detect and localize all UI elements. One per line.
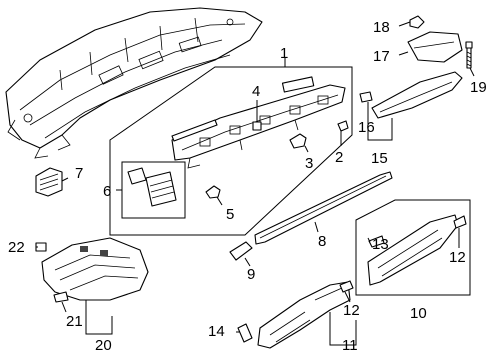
callout-10: 10 [410,305,427,322]
callout-16: 16 [358,119,375,136]
clip-part-13 [368,235,385,248]
callout-11: 11 [342,337,358,354]
callout-12a: 12 [449,249,466,266]
trim-strip-upper [171,119,218,142]
clip-part-2 [337,120,349,132]
clip-part-12a [453,215,467,229]
glove-box-20 [41,237,149,301]
callout-17: 17 [373,48,390,65]
callout-22: 22 [8,239,25,256]
instrument-panel-frame [5,7,263,159]
clip-part-18 [409,15,425,29]
trim-panel-10 [367,214,459,286]
callout-13: 13 [372,236,389,253]
callout-4: 4 [252,83,260,100]
clip-part-4 [252,121,262,131]
callout-15: 15 [371,150,388,167]
callout-5: 5 [226,206,234,223]
switch-panel-6b [145,171,177,207]
switch-cover-6a [127,167,147,185]
callout-7: 7 [75,165,83,182]
callout-12b: 12 [343,302,360,319]
callout-2: 2 [335,149,343,166]
callout-20: 20 [95,337,112,354]
callout-1: 1 [280,45,288,62]
clip-part-12b [339,280,354,293]
trim-panel-15 [371,71,463,119]
vent-part-3 [289,133,307,149]
trim-insert [281,76,315,93]
callout-9: 9 [247,266,255,283]
bracket-17 [407,31,463,63]
clip-part-16 [359,91,373,103]
clip-part-21 [53,291,69,303]
group-1-frame [109,66,353,236]
callout-6: 6 [103,183,111,200]
callout-8: 8 [318,233,326,250]
callout-21: 21 [66,313,83,330]
callout-18: 18 [373,19,390,36]
bolt-part-19 [465,41,473,69]
bracket-part-5 [205,185,221,199]
callout-19: 19 [470,79,487,96]
vent-part-7 [35,167,63,197]
clip-part-14 [237,323,253,343]
trim-piece-9 [229,241,253,261]
callout-labels: 1 2 3 4 5 6 7 8 9 10 11 12 12 13 14 15 1… [8,19,487,354]
callout-3: 3 [305,155,313,172]
callout-14: 14 [208,323,225,340]
lower-trim-11 [257,281,351,349]
group-10-frame [355,199,471,296]
leader-lines [36,21,475,346]
